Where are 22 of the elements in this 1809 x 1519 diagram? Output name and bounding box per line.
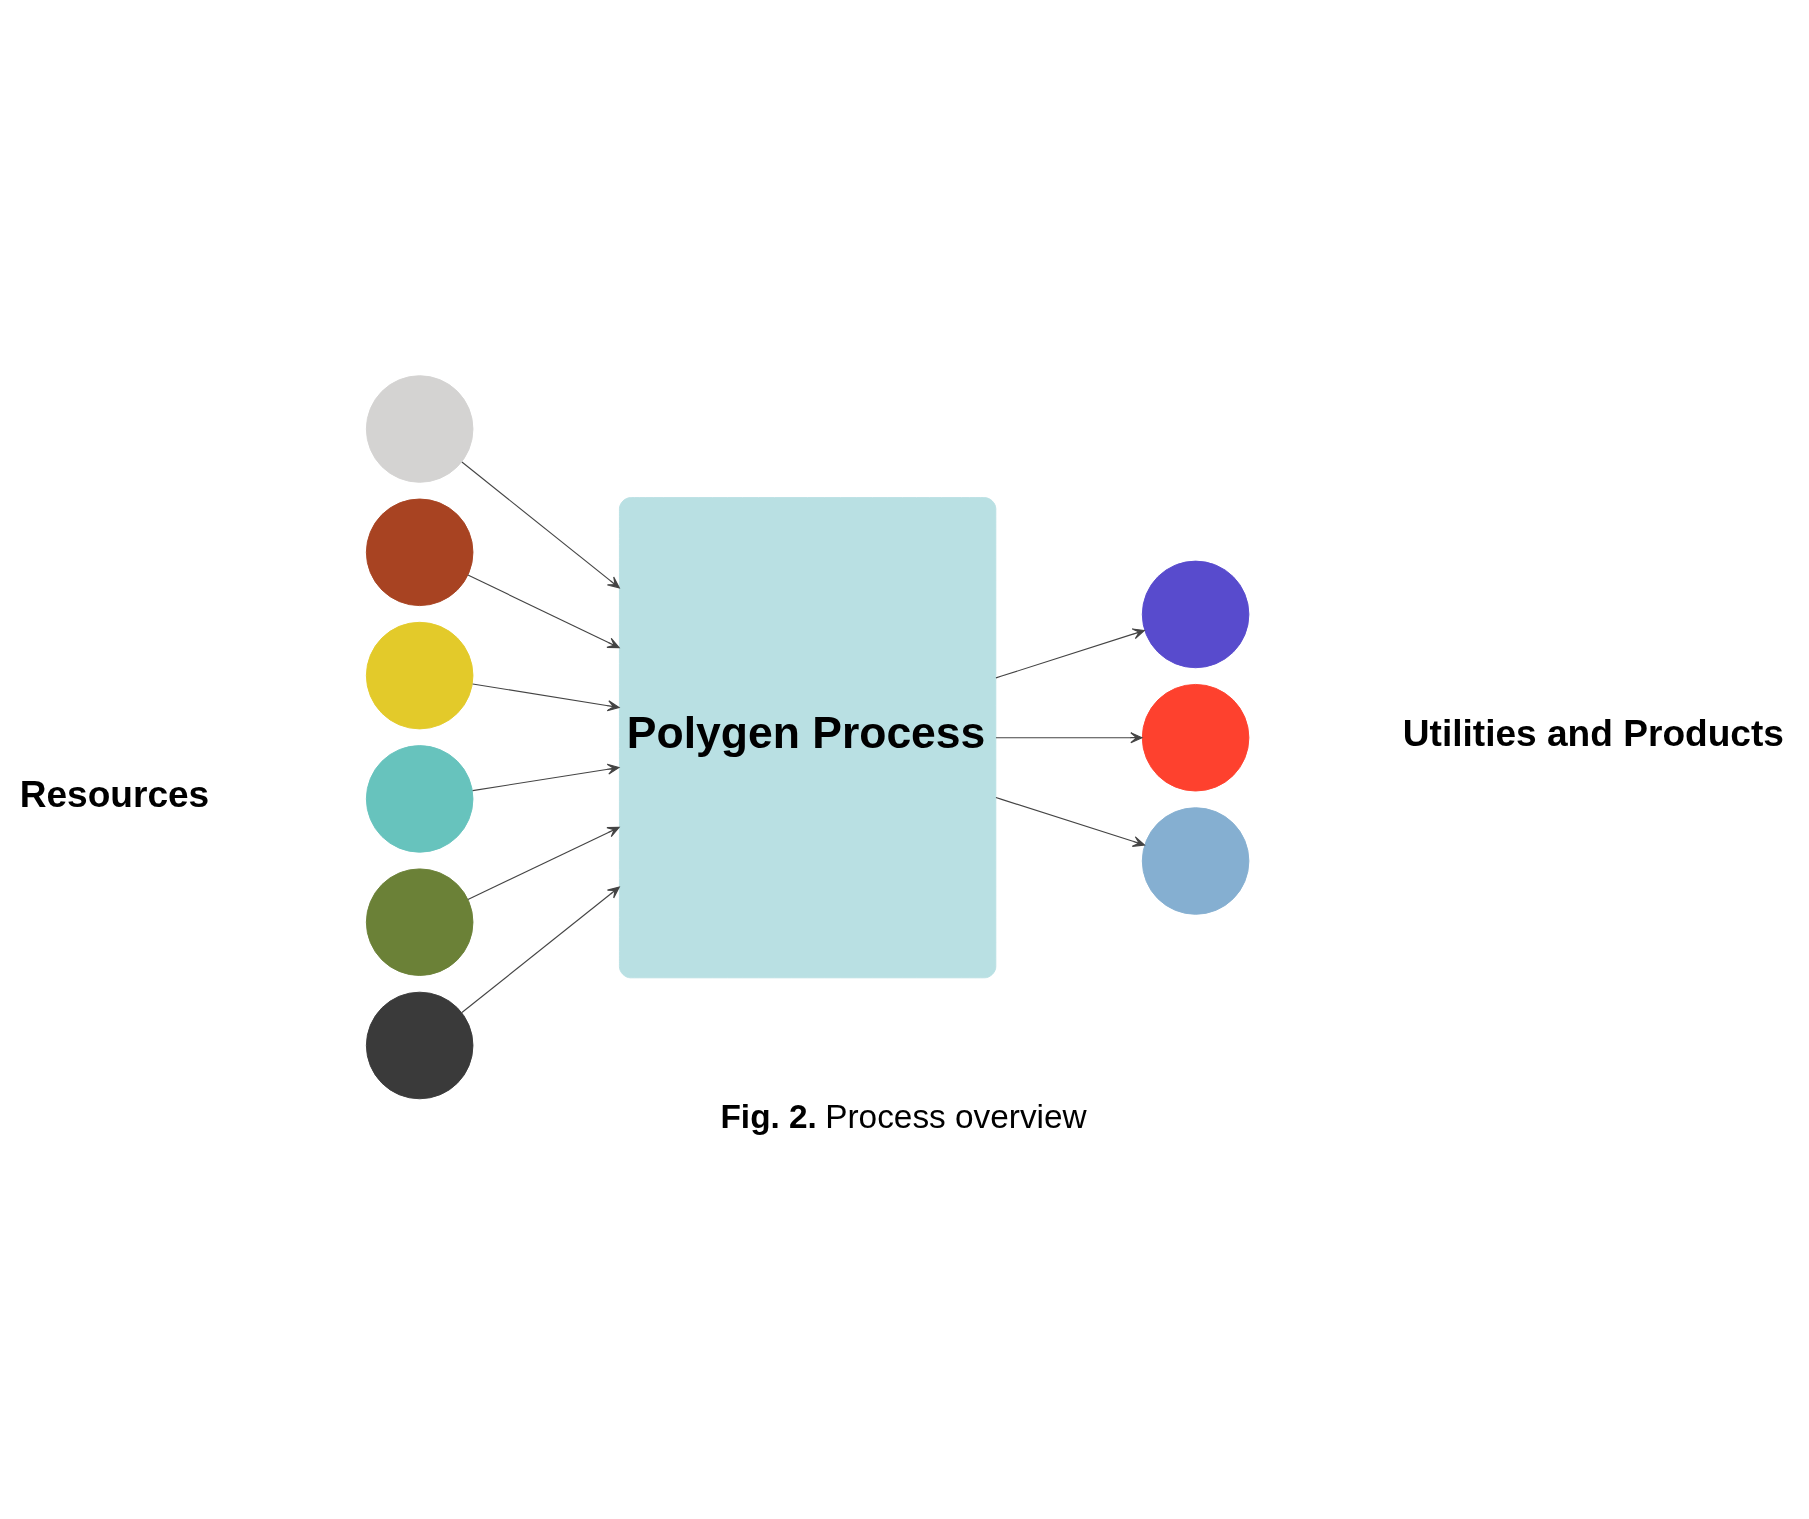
node-circle (365, 498, 474, 607)
arrow (995, 732, 1143, 744)
node-circle (365, 621, 474, 730)
arrow (461, 886, 620, 1014)
arrow (472, 683, 620, 712)
arrow (472, 763, 620, 792)
label: Resources (19, 773, 210, 816)
arrow (461, 461, 620, 589)
label: Utilities and Products (1402, 712, 1784, 755)
node-circle (1141, 683, 1250, 792)
caption: Fig. 2. Process overview (720, 1098, 1087, 1136)
node-circle (1141, 807, 1250, 915)
arrow (995, 797, 1145, 847)
node-circle (365, 868, 474, 976)
arrow (467, 826, 620, 901)
node-circle (365, 991, 474, 1100)
arrow (995, 628, 1145, 679)
node-circle (365, 745, 474, 853)
node-circle (1141, 560, 1250, 669)
arrow (467, 574, 620, 649)
node-circle (365, 375, 474, 483)
node-box: Polygen Process (618, 497, 997, 979)
